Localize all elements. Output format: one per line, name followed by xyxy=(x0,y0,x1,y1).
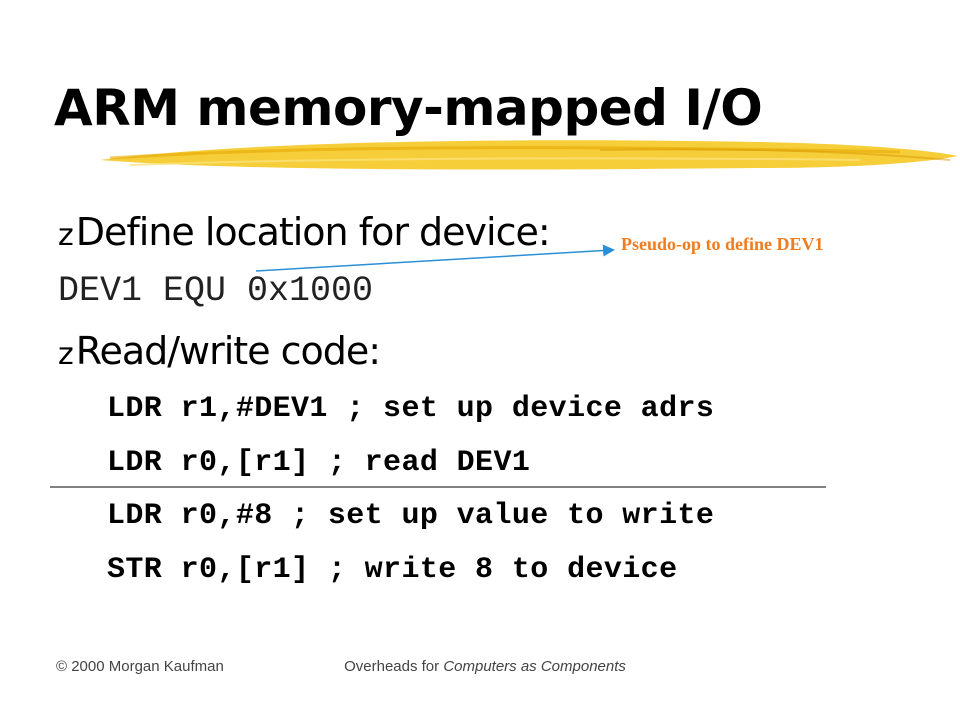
code-line-2: LDR r0,[r1] ; read DEV1 xyxy=(107,446,531,480)
bullet-read-write-code: zRead/write code: xyxy=(58,329,381,377)
bullet-marker: z xyxy=(58,218,74,253)
footer-course-title: Overheads for Computers as Components xyxy=(340,656,630,677)
bullet-text: Read/write code: xyxy=(75,329,381,373)
footer-copyright: © 2000 Morgan Kaufman xyxy=(56,658,224,675)
code-line-1: LDR r1,#DEV1 ; set up device adrs xyxy=(107,392,715,426)
equ-code-line: DEV1 EQU 0x1000 xyxy=(58,271,374,311)
footer-prefix: Overheads for xyxy=(344,658,444,675)
slide-title: ARM memory-mapped I/O xyxy=(54,79,763,137)
code-line-4: STR r0,[r1] ; write 8 to device xyxy=(107,553,678,587)
bullet-define-location: zDefine location for device: xyxy=(58,210,551,258)
bullet-text: Define location for device: xyxy=(75,210,551,254)
code-line-3: LDR r0,#8 ; set up value to write xyxy=(107,499,715,533)
bullet-marker: z xyxy=(58,337,74,372)
annotation-pseudo-op: Pseudo-op to define DEV1 xyxy=(621,234,824,254)
footer-book-title: Computers as Components xyxy=(443,658,626,675)
